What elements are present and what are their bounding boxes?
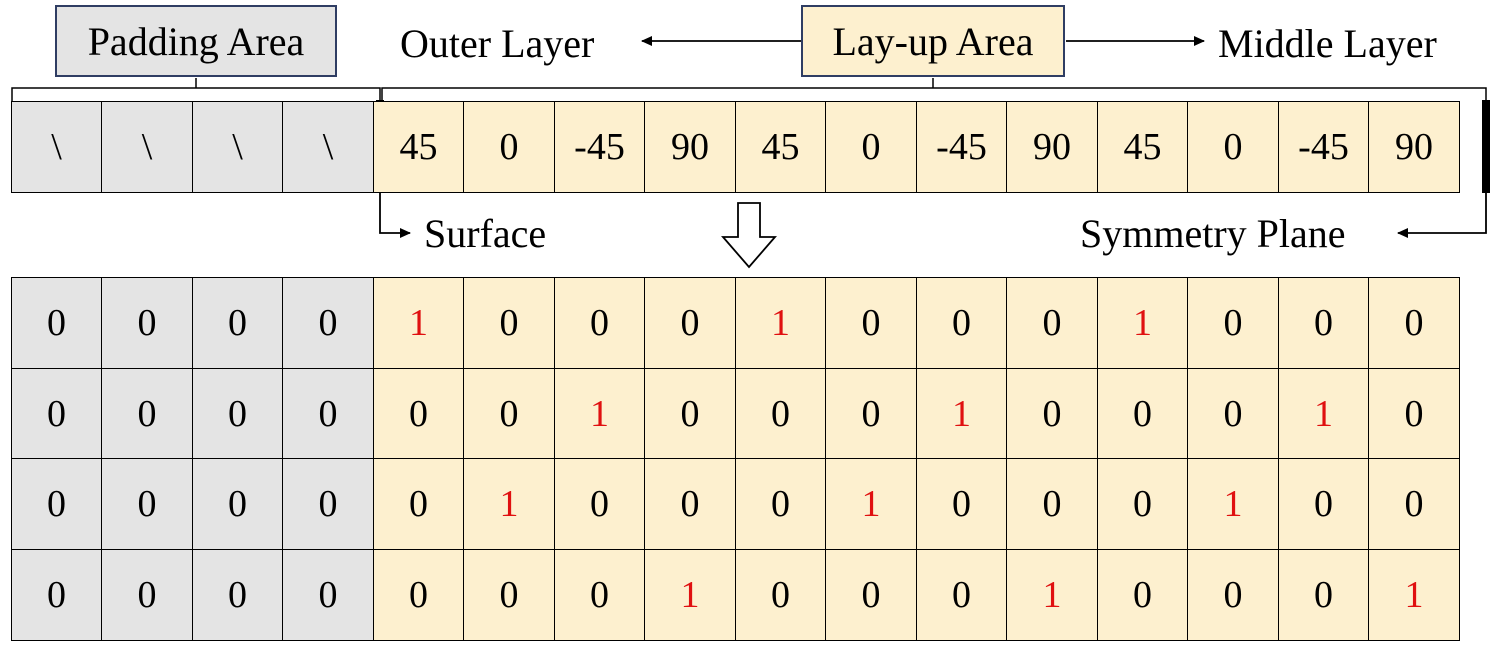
padding-cell: \ (101, 101, 193, 193)
padding-matrix-cell: 0 (10, 458, 103, 550)
layup-matrix-cell: 0 (553, 548, 646, 641)
layup-matrix-cell: 1 (1096, 277, 1189, 369)
layup-area-text: Lay-up Area (832, 18, 1034, 64)
padding-matrix-cell: 0 (101, 367, 193, 460)
layup-matrix-cell: 0 (825, 277, 917, 369)
ply-angle-cell: 90 (644, 101, 736, 193)
layup-matrix-cell: 0 (915, 458, 1008, 550)
symmetry-boundary-bar (1482, 100, 1490, 193)
padding-cell: \ (191, 101, 284, 193)
ply-angle-cell: -45 (553, 101, 646, 193)
padding-area-label: Padding Area (55, 5, 337, 77)
layup-matrix-cell: 1 (463, 458, 555, 550)
padding-matrix-cell: 0 (101, 277, 193, 369)
padding-matrix-cell: 0 (10, 277, 103, 369)
ply-angle-cell: 0 (1187, 101, 1279, 193)
layup-matrix-cell: 0 (1277, 548, 1370, 641)
layup-matrix-cell: 0 (1368, 367, 1460, 460)
ply-angle-cell: 90 (1368, 101, 1460, 193)
layup-matrix-cell: 1 (915, 367, 1008, 460)
padding-matrix-cell: 0 (282, 277, 374, 369)
layup-matrix-cell: 0 (372, 367, 465, 460)
transform-down-arrow (721, 202, 777, 269)
ply-angle-cell: -45 (915, 101, 1008, 193)
layup-matrix-cell: 0 (463, 277, 555, 369)
ply-angle-cell: 45 (372, 101, 465, 193)
layup-matrix-cell: 1 (1277, 367, 1370, 460)
padding-matrix-cell: 0 (101, 548, 193, 641)
layup-matrix-cell: 0 (734, 367, 827, 460)
padding-matrix-cell: 0 (282, 458, 374, 550)
surface-arrow (379, 193, 411, 238)
middle-layer-label: Middle Layer (1218, 21, 1437, 66)
layup-matrix-cell: 0 (1187, 277, 1279, 369)
layup-matrix-cell: 1 (1006, 548, 1098, 641)
padding-matrix-cell: 0 (191, 277, 284, 369)
padding-area-text: Padding Area (87, 18, 305, 64)
layup-matrix-cell: 0 (1187, 548, 1279, 641)
padding-brace (11, 78, 381, 102)
layup-matrix-cell: 1 (372, 277, 465, 369)
layup-matrix-cell: 0 (1277, 277, 1370, 369)
layup-matrix-cell: 0 (1187, 367, 1279, 460)
ply-angle-cell: 45 (734, 101, 827, 193)
padding-matrix-cell: 0 (10, 367, 103, 460)
layup-matrix-cell: 0 (734, 458, 827, 550)
layup-brace (381, 78, 1487, 102)
layup-matrix-cell: 0 (915, 548, 1008, 641)
ply-angle-cell: 0 (463, 101, 555, 193)
layup-matrix-cell: 0 (644, 458, 736, 550)
layup-matrix-cell: 1 (1368, 548, 1460, 641)
layup-matrix-cell: 0 (1368, 458, 1460, 550)
ply-angle-cell: -45 (1277, 101, 1370, 193)
layup-matrix-cell: 0 (1096, 548, 1189, 641)
layup-matrix-cell: 1 (734, 277, 827, 369)
layup-matrix-cell: 0 (553, 277, 646, 369)
padding-matrix-cell: 0 (10, 548, 103, 641)
layup-matrix-cell: 1 (644, 548, 736, 641)
layup-matrix-cell: 0 (553, 458, 646, 550)
layup-matrix-cell: 0 (1006, 277, 1098, 369)
padding-matrix-cell: 0 (282, 548, 374, 641)
padding-matrix-cell: 0 (191, 548, 284, 641)
layup-matrix-cell: 0 (1006, 458, 1098, 550)
layup-matrix-cell: 1 (825, 458, 917, 550)
layup-matrix-cell: 1 (1187, 458, 1279, 550)
layup-matrix-cell: 0 (644, 277, 736, 369)
layup-matrix-cell: 0 (734, 548, 827, 641)
layup-matrix-cell: 1 (553, 367, 646, 460)
padding-matrix-cell: 0 (282, 367, 374, 460)
layup-matrix-cell: 0 (372, 458, 465, 550)
layup-matrix-cell: 0 (825, 548, 917, 641)
outer-layer-label: Outer Layer (400, 21, 595, 66)
ply-angle-cell: 90 (1006, 101, 1098, 193)
padding-matrix-cell: 0 (191, 367, 284, 460)
padding-matrix-cell: 0 (101, 458, 193, 550)
ply-angle-cell: 45 (1096, 101, 1189, 193)
layup-matrix-cell: 0 (1096, 367, 1189, 460)
ply-angle-cell: 0 (825, 101, 917, 193)
layup-matrix-cell: 0 (644, 367, 736, 460)
layup-matrix-cell: 0 (463, 367, 555, 460)
layup-matrix-cell: 0 (1277, 458, 1370, 550)
padding-cell: \ (10, 101, 103, 193)
symmetry-plane-arrow (1397, 193, 1487, 238)
padding-matrix-cell: 0 (191, 458, 284, 550)
layup-matrix-cell: 0 (1368, 277, 1460, 369)
surface-label: Surface (424, 211, 547, 256)
symmetry-plane-label: Symmetry Plane (1080, 211, 1346, 256)
ply-sequence-row: \ \ \ \ 45 0 -45 90 45 0 -45 90 45 0 -45… (10, 101, 1460, 193)
padding-cell: \ (282, 101, 374, 193)
layup-matrix-cell: 0 (825, 367, 917, 460)
layup-matrix-cell: 0 (1006, 367, 1098, 460)
layup-matrix-cell: 0 (463, 548, 555, 641)
layup-matrix-cell: 0 (1096, 458, 1189, 550)
layup-area-label: Lay-up Area (801, 5, 1065, 77)
layup-matrix-cell: 0 (372, 548, 465, 641)
layup-matrix-cell: 0 (915, 277, 1008, 369)
